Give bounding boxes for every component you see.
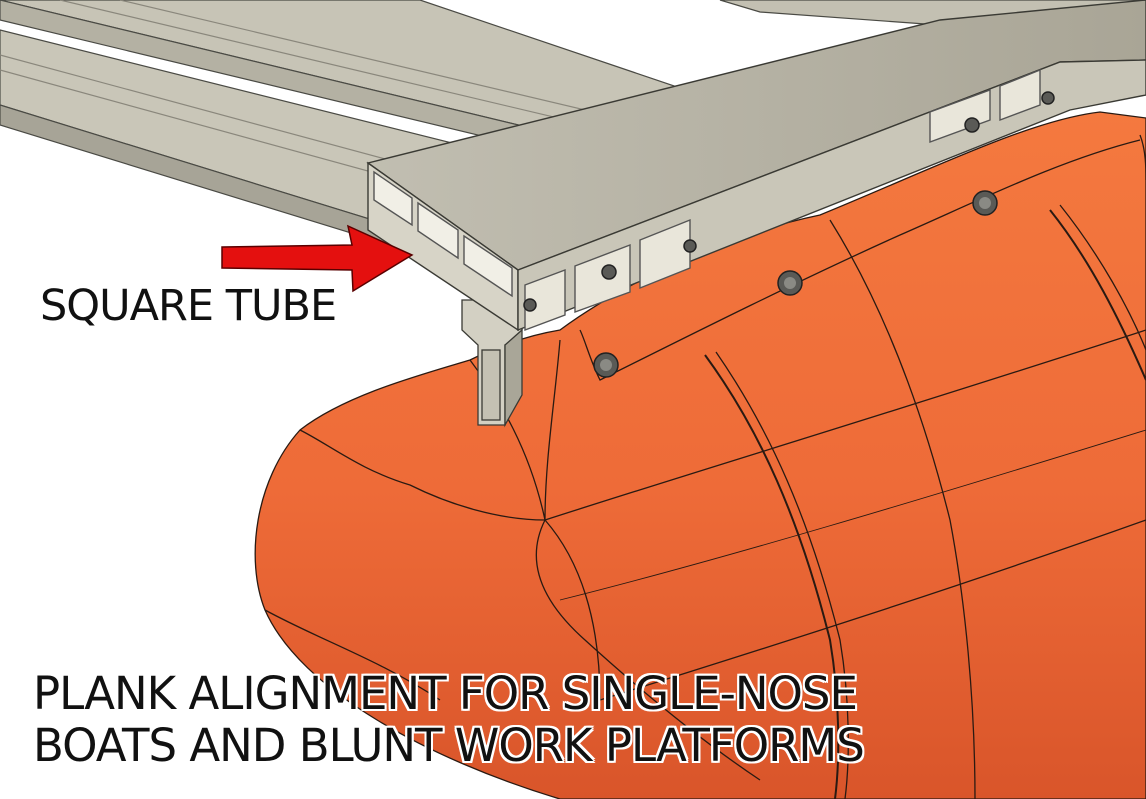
mounting-bracket (461, 299, 523, 428)
bolt-icon (523, 91, 1055, 378)
caption-line-2: BOATS AND BLUNT WORK PLATFORMS (33, 719, 865, 772)
square-tube-plank (366, 0, 1146, 332)
square-tube-label: SQUARE TUBE (40, 281, 337, 331)
pontoon-float (254, 111, 1146, 799)
diagram-caption: PLANK ALIGNMENT FOR SINGLE-NOSE BOATS AN… (33, 667, 865, 772)
caption-line-1: PLANK ALIGNMENT FOR SINGLE-NOSE (33, 667, 858, 720)
red-arrow-icon (221, 224, 414, 293)
